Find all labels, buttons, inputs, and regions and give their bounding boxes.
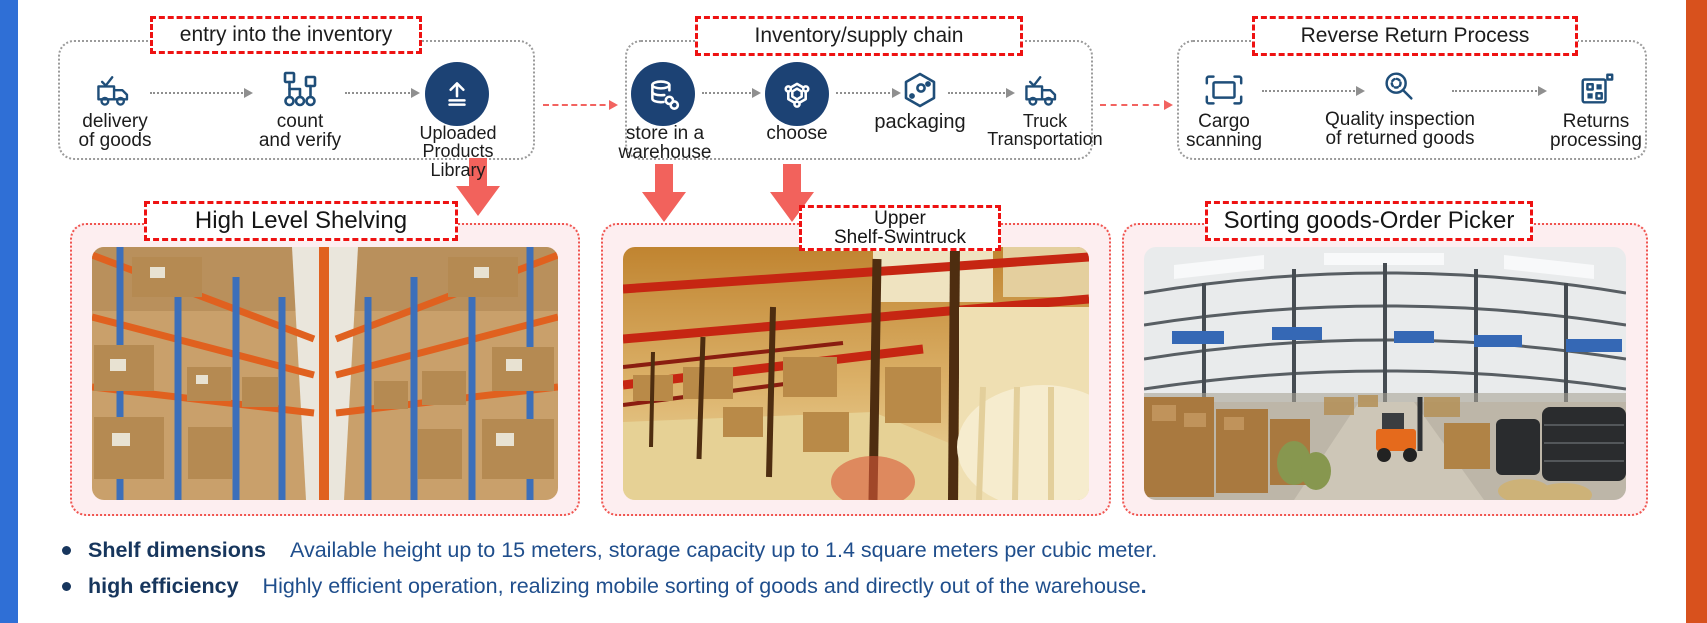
bullet-dot-icon [62, 582, 71, 591]
section-title-supply-chain: Inventory/supply chain [695, 16, 1023, 56]
step-arrow-icon [345, 88, 420, 98]
step-label-returns-processing: Returns processing [1550, 111, 1642, 152]
photo-upper-shelf-swintruck [623, 247, 1089, 500]
section-title-reverse-return: Reverse Return Process [1252, 16, 1578, 56]
uploaded-products-circle [425, 62, 489, 126]
down-arrow-icon [770, 164, 814, 222]
truck-check-icon [1020, 72, 1066, 117]
flow-connector-arrow-icon [543, 100, 618, 110]
warehouse-database-icon [651, 80, 680, 110]
step-label-choose: choose [766, 123, 828, 144]
section-title-entry: entry into the inventory [150, 16, 422, 54]
panel-title-sorting-goods: Sorting goods-Order Picker [1205, 201, 1533, 241]
bullet-text: Highly efficient operation, realizing mo… [262, 574, 1147, 598]
bullet-high-efficiency: high efficiency Highly efficient operati… [62, 574, 1147, 599]
bullet-label: high efficiency [88, 574, 239, 598]
step-label-cargo-scanning: Cargo scanning [1185, 111, 1263, 152]
panel-title-upper-shelf: Upper Shelf-Swintruck [799, 205, 1001, 251]
photo-high-level-shelving [92, 247, 558, 500]
bullet-shelf-dimensions: Shelf dimensions Available height up to … [62, 538, 1157, 563]
step-arrow-icon [836, 88, 901, 98]
down-arrow-icon [456, 158, 500, 216]
step-arrow-icon [1262, 86, 1365, 96]
choose-circle [765, 62, 829, 126]
step-label-uploaded-library: Uploaded Products Library [419, 123, 497, 180]
step-label-delivery: delivery of goods [78, 111, 152, 152]
bullet-text: Available height up to 15 meters, storag… [290, 538, 1158, 562]
qr-code-icon [1576, 70, 1616, 113]
step-label-packaging: packaging [874, 111, 966, 133]
step-label-truck-transportation: Truck Transportation [987, 111, 1103, 150]
truck-check-icon [92, 72, 138, 117]
store-warehouse-circle [631, 62, 695, 126]
step-arrow-icon [948, 88, 1015, 98]
bullet-text-period: . [1140, 574, 1147, 598]
scan-frame-icon [1203, 72, 1245, 113]
upload-icon [448, 82, 466, 106]
step-label-store-warehouse: store in a warehouse [618, 123, 712, 164]
down-arrow-icon [642, 164, 686, 222]
step-label-count-verify: count and verify [258, 111, 342, 152]
bullet-dot-icon [62, 546, 71, 555]
photo-sorting-goods-order-picker [1144, 247, 1626, 500]
hex-network-icon [784, 82, 810, 108]
flow-connector-arrow-icon [1100, 100, 1173, 110]
step-arrow-icon [1452, 86, 1547, 96]
step-arrow-icon [702, 88, 761, 98]
package-hexagon-icon [898, 70, 942, 115]
right-accent-bar [1686, 0, 1707, 623]
step-arrow-icon [150, 88, 253, 98]
bullet-label: Shelf dimensions [88, 538, 267, 562]
magnifier-icon [1380, 68, 1418, 111]
sitemap-icon [280, 70, 320, 115]
step-label-quality-inspection: Quality inspection of returned goods [1325, 109, 1475, 150]
left-accent-bar [0, 0, 18, 623]
panel-title-high-level-shelving: High Level Shelving [144, 201, 458, 241]
